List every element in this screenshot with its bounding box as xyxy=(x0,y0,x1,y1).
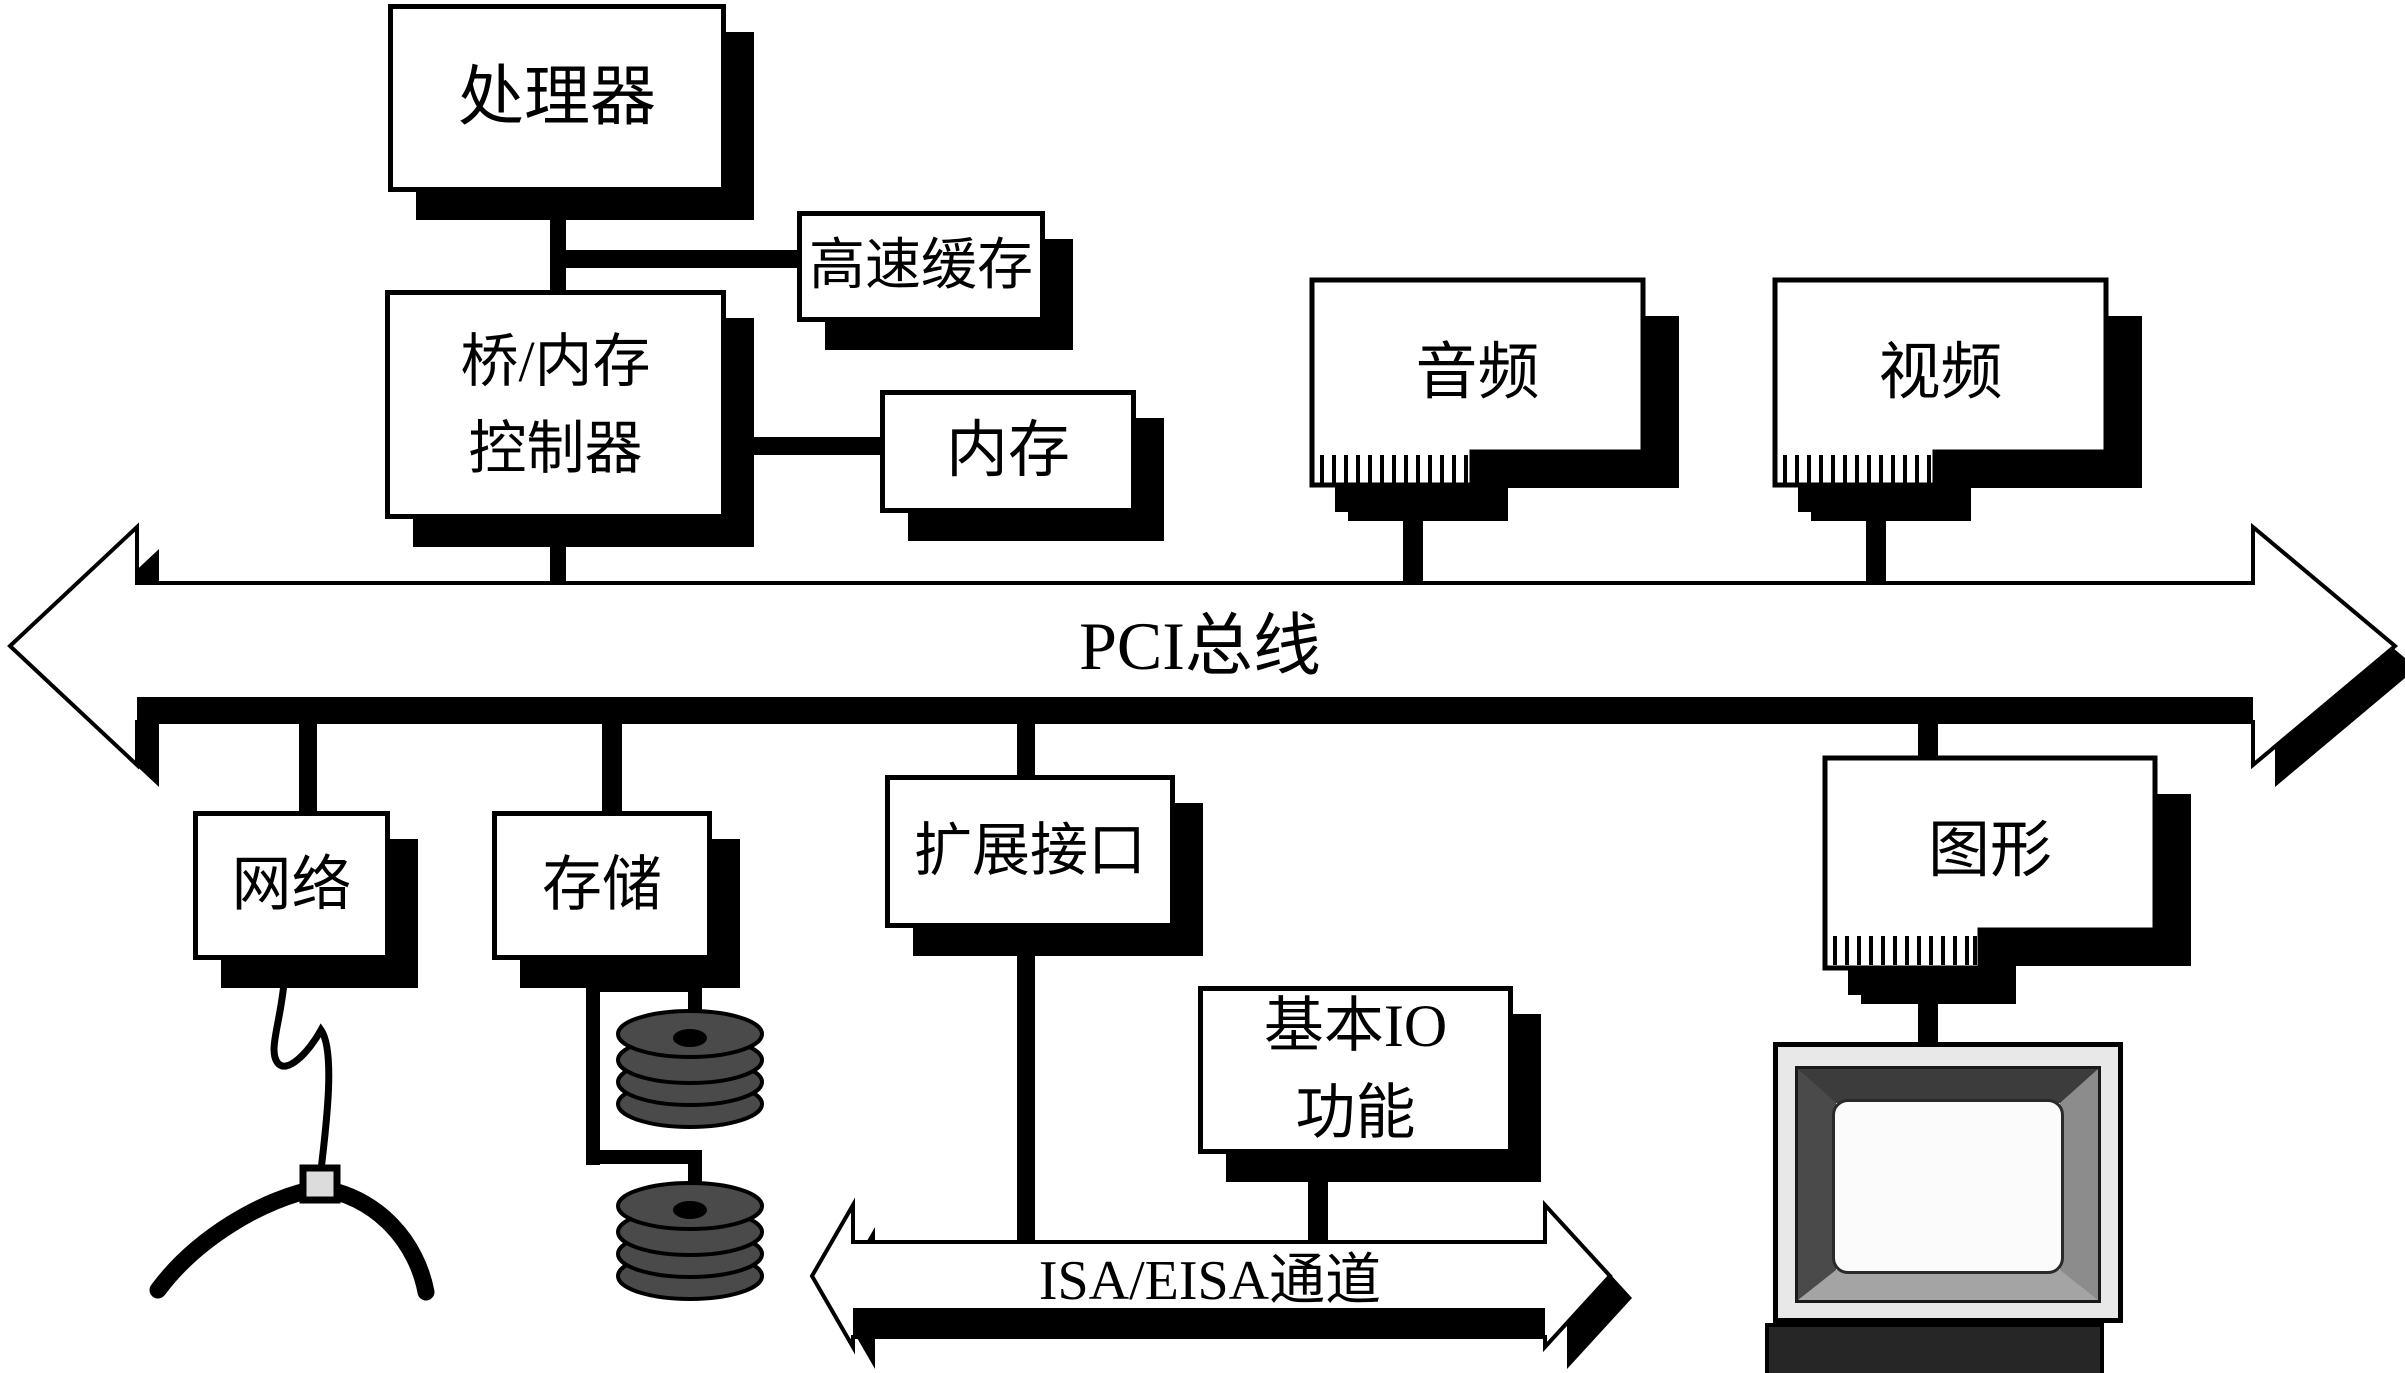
audio-card-body xyxy=(1309,277,1646,488)
connector-graphics-monitor xyxy=(1918,995,1938,1044)
cache-label: 高速缓存 xyxy=(809,234,1033,297)
connector-expansion-isabus xyxy=(1017,926,1035,1244)
monitor-screen xyxy=(1832,1099,2064,1274)
connector-basicio-isabus xyxy=(1308,1152,1328,1244)
connector-disk2-stem xyxy=(688,1157,702,1184)
processor-label: 处理器 xyxy=(458,61,656,135)
graphics-card-label: 图形 xyxy=(1927,817,2052,885)
audio-card-slot xyxy=(1335,485,1500,512)
cache-box: 高速缓存 xyxy=(797,211,1045,322)
video-card-pins xyxy=(1783,455,1931,483)
network-box: 网络 xyxy=(193,811,390,960)
basic-io-box: 基本IO 功能 xyxy=(1198,986,1513,1154)
isa-bus-arrow xyxy=(809,1197,1632,1369)
bridge-memory-controller-box: 桥/内存 控制器 xyxy=(385,290,726,519)
graphics-card-body xyxy=(1822,755,2158,971)
disk-stack-bottom xyxy=(616,1181,764,1301)
connector-pcibus-storage xyxy=(602,722,622,813)
connector-pcibus-graphics xyxy=(1918,722,1938,760)
network-drop-wire xyxy=(270,971,333,1171)
connector-pcibus-expansion xyxy=(1017,722,1035,777)
disk-hole xyxy=(673,1201,707,1219)
network-tap-connector xyxy=(299,1164,341,1204)
connector-pcibus-network xyxy=(299,722,317,813)
monitor-frame xyxy=(1795,1066,2101,1303)
storage-box: 存储 xyxy=(492,811,712,960)
basic-io-label-line2: 功能 xyxy=(1295,1080,1416,1146)
bridge-label-line2: 控制器 xyxy=(468,415,643,481)
memory-box: 内存 xyxy=(880,390,1136,513)
pci-bus-bar xyxy=(137,697,2253,722)
connectors xyxy=(299,190,1938,1244)
storage-label: 存储 xyxy=(542,852,662,918)
graphics-card-pins xyxy=(1833,936,1977,965)
connector-disk2-branch xyxy=(586,1150,702,1164)
bridge-label-line1: 桥/内存 xyxy=(460,328,651,394)
network-trunk-cable xyxy=(149,1179,435,1301)
processor-box: 处理器 xyxy=(388,4,726,192)
audio-card xyxy=(1309,277,1679,585)
video-card-stem xyxy=(1866,512,1886,585)
network-label: 网络 xyxy=(231,852,352,918)
connector-bridge-memory xyxy=(726,437,882,455)
connector-disk1-branch xyxy=(586,978,702,992)
audio-card-stem xyxy=(1403,512,1423,585)
disk-stack-top xyxy=(616,1009,764,1129)
audio-card-pins xyxy=(1320,455,1468,483)
expansion-label: 扩展接口 xyxy=(913,818,1146,884)
pci-bus-label: PCI总线 xyxy=(1079,607,1321,684)
audio-card-label: 音频 xyxy=(1415,339,1540,407)
memory-label: 内存 xyxy=(945,416,1070,485)
expansion-interface-box: 扩展接口 xyxy=(885,775,1175,928)
connector-storage-disks-vertical xyxy=(586,955,600,1165)
connector-processor-bridge xyxy=(550,190,566,292)
video-card-label: 视频 xyxy=(1878,339,2003,407)
connector-bridge-pcibus xyxy=(550,517,566,585)
monitor xyxy=(1773,1042,2123,1323)
connector-branch-cache xyxy=(558,250,800,268)
monitor-base xyxy=(1765,1323,2104,1373)
video-card-slot xyxy=(1798,485,1963,512)
connector-disk1-stem xyxy=(688,985,702,1012)
graphics-card xyxy=(1822,755,2191,1004)
basic-io-label-line1: 基本IO xyxy=(1263,993,1448,1059)
isa-bus-bar xyxy=(853,1308,1545,1337)
video-card xyxy=(1772,277,2142,585)
isa-bus-label: ISA/EISA通道 xyxy=(1038,1249,1382,1312)
pci-bus-arrow xyxy=(7,522,2405,787)
graphics-card-slot xyxy=(1848,968,2013,995)
network-cable xyxy=(149,971,435,1301)
disk-hole xyxy=(673,1029,707,1047)
video-card-body xyxy=(1772,277,2109,488)
